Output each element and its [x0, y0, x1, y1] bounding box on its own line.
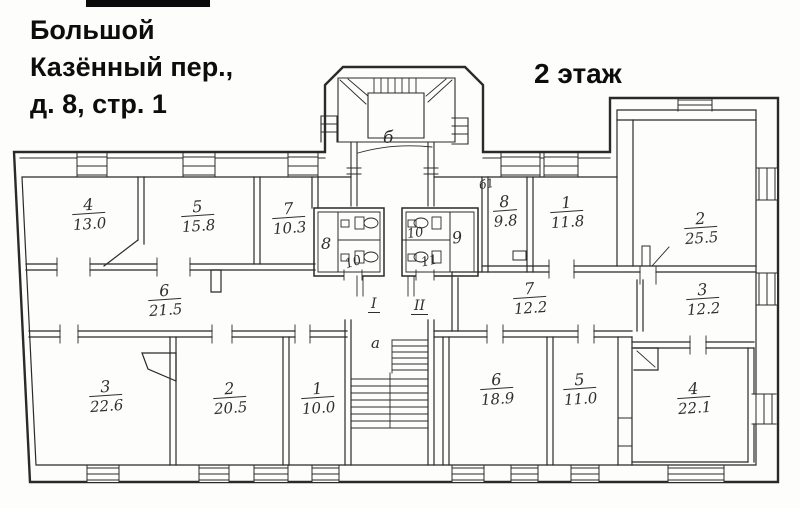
- address-line-1: Большой: [30, 15, 155, 45]
- corridor-label-II: II: [411, 298, 429, 315]
- central-stairwell: [344, 275, 435, 466]
- address-line-3: д. 8, стр. 1: [30, 89, 167, 119]
- floor-label: 2 этаж: [534, 58, 622, 89]
- left-section-walls: [25, 176, 348, 466]
- scan-artifact-bar: [86, 0, 210, 7]
- outer-walls: [12, 65, 780, 484]
- bathroom-block-right: [401, 207, 479, 281]
- corridor-label-I: I: [368, 296, 380, 313]
- stair-label-b1: б1: [477, 175, 496, 193]
- stair-label-a: а: [371, 334, 380, 352]
- right-section-walls: [433, 119, 757, 466]
- zone-label-10-right: 10: [406, 224, 425, 243]
- upper-stairwell: [320, 77, 469, 207]
- bathroom-block-left: [313, 207, 385, 281]
- bottom-windows: [86, 464, 725, 483]
- zone-label-8: 8: [321, 234, 332, 253]
- stair-label-b: б: [383, 128, 394, 148]
- right-windows: [751, 167, 779, 425]
- address-line-2: Казённый пер.,: [30, 52, 234, 82]
- top-windows: [76, 97, 713, 178]
- address-title: Большой Казённый пер., д. 8, стр. 1: [30, 12, 233, 123]
